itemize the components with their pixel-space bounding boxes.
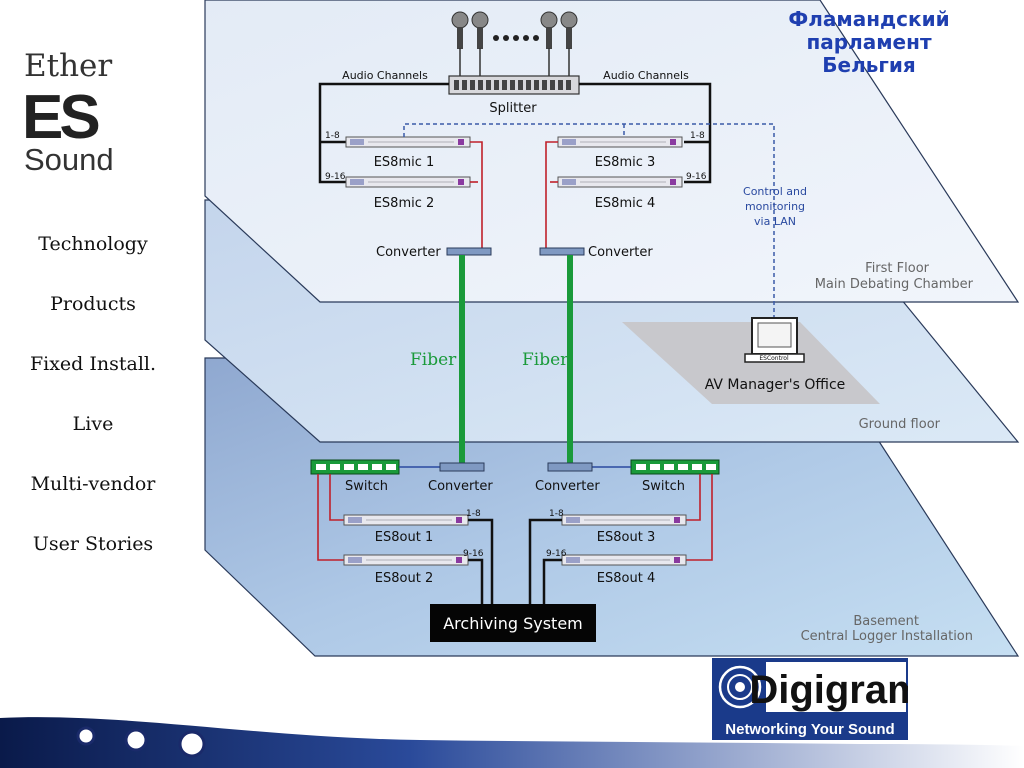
switch-label-left: Switch: [345, 479, 388, 494]
first-floor-label: First Floor: [865, 261, 929, 276]
control-label-line: via LAN: [754, 215, 796, 228]
converter-device-right: [539, 247, 585, 256]
channel-range-label: 9-16: [463, 549, 484, 559]
archiving-lines: [468, 518, 562, 604]
es8mic-3-unit: [557, 136, 683, 148]
audio-lines: [318, 82, 712, 184]
av-office-area: [622, 322, 880, 404]
switch-device-right: [630, 459, 720, 475]
es8out-2-label: ES8out 2: [375, 571, 433, 586]
fiber-label-left: Fiber: [410, 350, 457, 370]
channel-range-label: 9-16: [686, 172, 707, 182]
splitter-label: Splitter: [489, 101, 537, 116]
digigram-tagline: Networking Your Sound: [725, 721, 894, 738]
es8out-4-unit: [561, 554, 687, 566]
converter-basement-label-right: Converter: [535, 479, 600, 494]
channel-range-label: 9-16: [325, 172, 346, 182]
nav-fixed-install[interactable]: Fixed Install.: [29, 353, 157, 375]
digigram-name: Digigram: [749, 668, 908, 712]
digigram-logo: Digigram Networking Your Sound: [712, 658, 923, 740]
archiving-system-box: [430, 604, 596, 642]
first-floor-sublabel: Main Debating Chamber: [815, 277, 974, 292]
channel-range-label: 1-8: [690, 131, 705, 141]
ground-floor-label: Ground floor: [859, 417, 941, 432]
es8out-3-unit: [561, 514, 687, 526]
escontrol-label: ESControl: [759, 355, 789, 362]
converter-basement-left: [439, 462, 485, 472]
es8out-3-label: ES8out 3: [597, 530, 655, 545]
basement-label: Basement: [853, 614, 919, 629]
archiving-system-label: Archiving System: [443, 614, 583, 633]
converter-basement-label-left: Converter: [428, 479, 493, 494]
computer-icon: [744, 317, 805, 363]
nav-technology[interactable]: Technology: [38, 233, 148, 255]
microphone-icon: [540, 11, 558, 49]
channel-range-label: 9-16: [546, 549, 567, 559]
channel-range-label: 1-8: [549, 509, 564, 519]
converter-label-right: Converter: [588, 245, 653, 260]
audio-channels-label-right: Audio Channels: [603, 69, 689, 82]
es8mic-1-unit: [345, 136, 471, 148]
switch-label-right: Switch: [642, 479, 685, 494]
microphone-icon: [471, 11, 489, 49]
audio-channels-label-left: Audio Channels: [342, 69, 428, 82]
footer-dot: [178, 730, 206, 758]
nav-user-stories[interactable]: User Stories: [32, 533, 154, 555]
footer-dot: [76, 726, 96, 746]
cat5-links-first: [470, 141, 558, 250]
av-office-label: AV Manager's Office: [705, 377, 846, 393]
microphone-icon: [560, 11, 578, 49]
es8mic-2-label: ES8mic 2: [374, 196, 435, 211]
cat5-links-basement: [317, 474, 713, 561]
microphones: [451, 11, 578, 76]
control-label-line: monitoring: [745, 200, 805, 213]
microphone-icon: [451, 11, 469, 49]
ethersound-logo: Ether ES Sound: [22, 46, 122, 177]
nav-multi-vendor[interactable]: Multi-vendor: [30, 473, 156, 495]
first-floor: [204, 0, 1020, 303]
fiber-right: [567, 255, 573, 463]
es8mic-4-unit: [557, 176, 683, 188]
es8out-1-label: ES8out 1: [375, 530, 433, 545]
es8mic-4-label: ES8mic 4: [595, 196, 656, 211]
footer-wave: [0, 717, 1024, 768]
es8mic-1-label: ES8mic 1: [374, 155, 435, 170]
es8mic-2-unit: [345, 176, 471, 188]
nav-products[interactable]: Products: [50, 293, 136, 315]
channel-range-label: 1-8: [325, 131, 340, 141]
converter-basement-right: [547, 462, 593, 472]
lan-dashed-link: [403, 123, 775, 318]
control-label-line: Control and: [743, 185, 807, 198]
fiber-left: [459, 255, 465, 463]
es8mic-3-label: ES8mic 3: [595, 155, 656, 170]
basement-sublabel: Central Logger Installation: [801, 629, 973, 644]
converter-device-left: [446, 247, 492, 256]
es8out-2-unit: [343, 554, 469, 566]
channel-range-label: 1-8: [466, 509, 481, 519]
splitter-device: [448, 75, 580, 95]
spiral-icon: [718, 665, 762, 709]
switch-device-left: [310, 459, 400, 475]
logo-mark-es: ES: [22, 83, 98, 152]
es8out-4-label: ES8out 4: [597, 571, 655, 586]
footer-dot: [124, 728, 148, 752]
fiber-label-right: Fiber: [522, 350, 569, 370]
es8out-1-unit: [343, 514, 469, 526]
logo-text-sound: Sound: [24, 142, 114, 176]
logo-text-ether: Ether: [24, 48, 112, 84]
converter-label-left: Converter: [376, 245, 441, 260]
nav-live[interactable]: Live: [72, 413, 114, 435]
